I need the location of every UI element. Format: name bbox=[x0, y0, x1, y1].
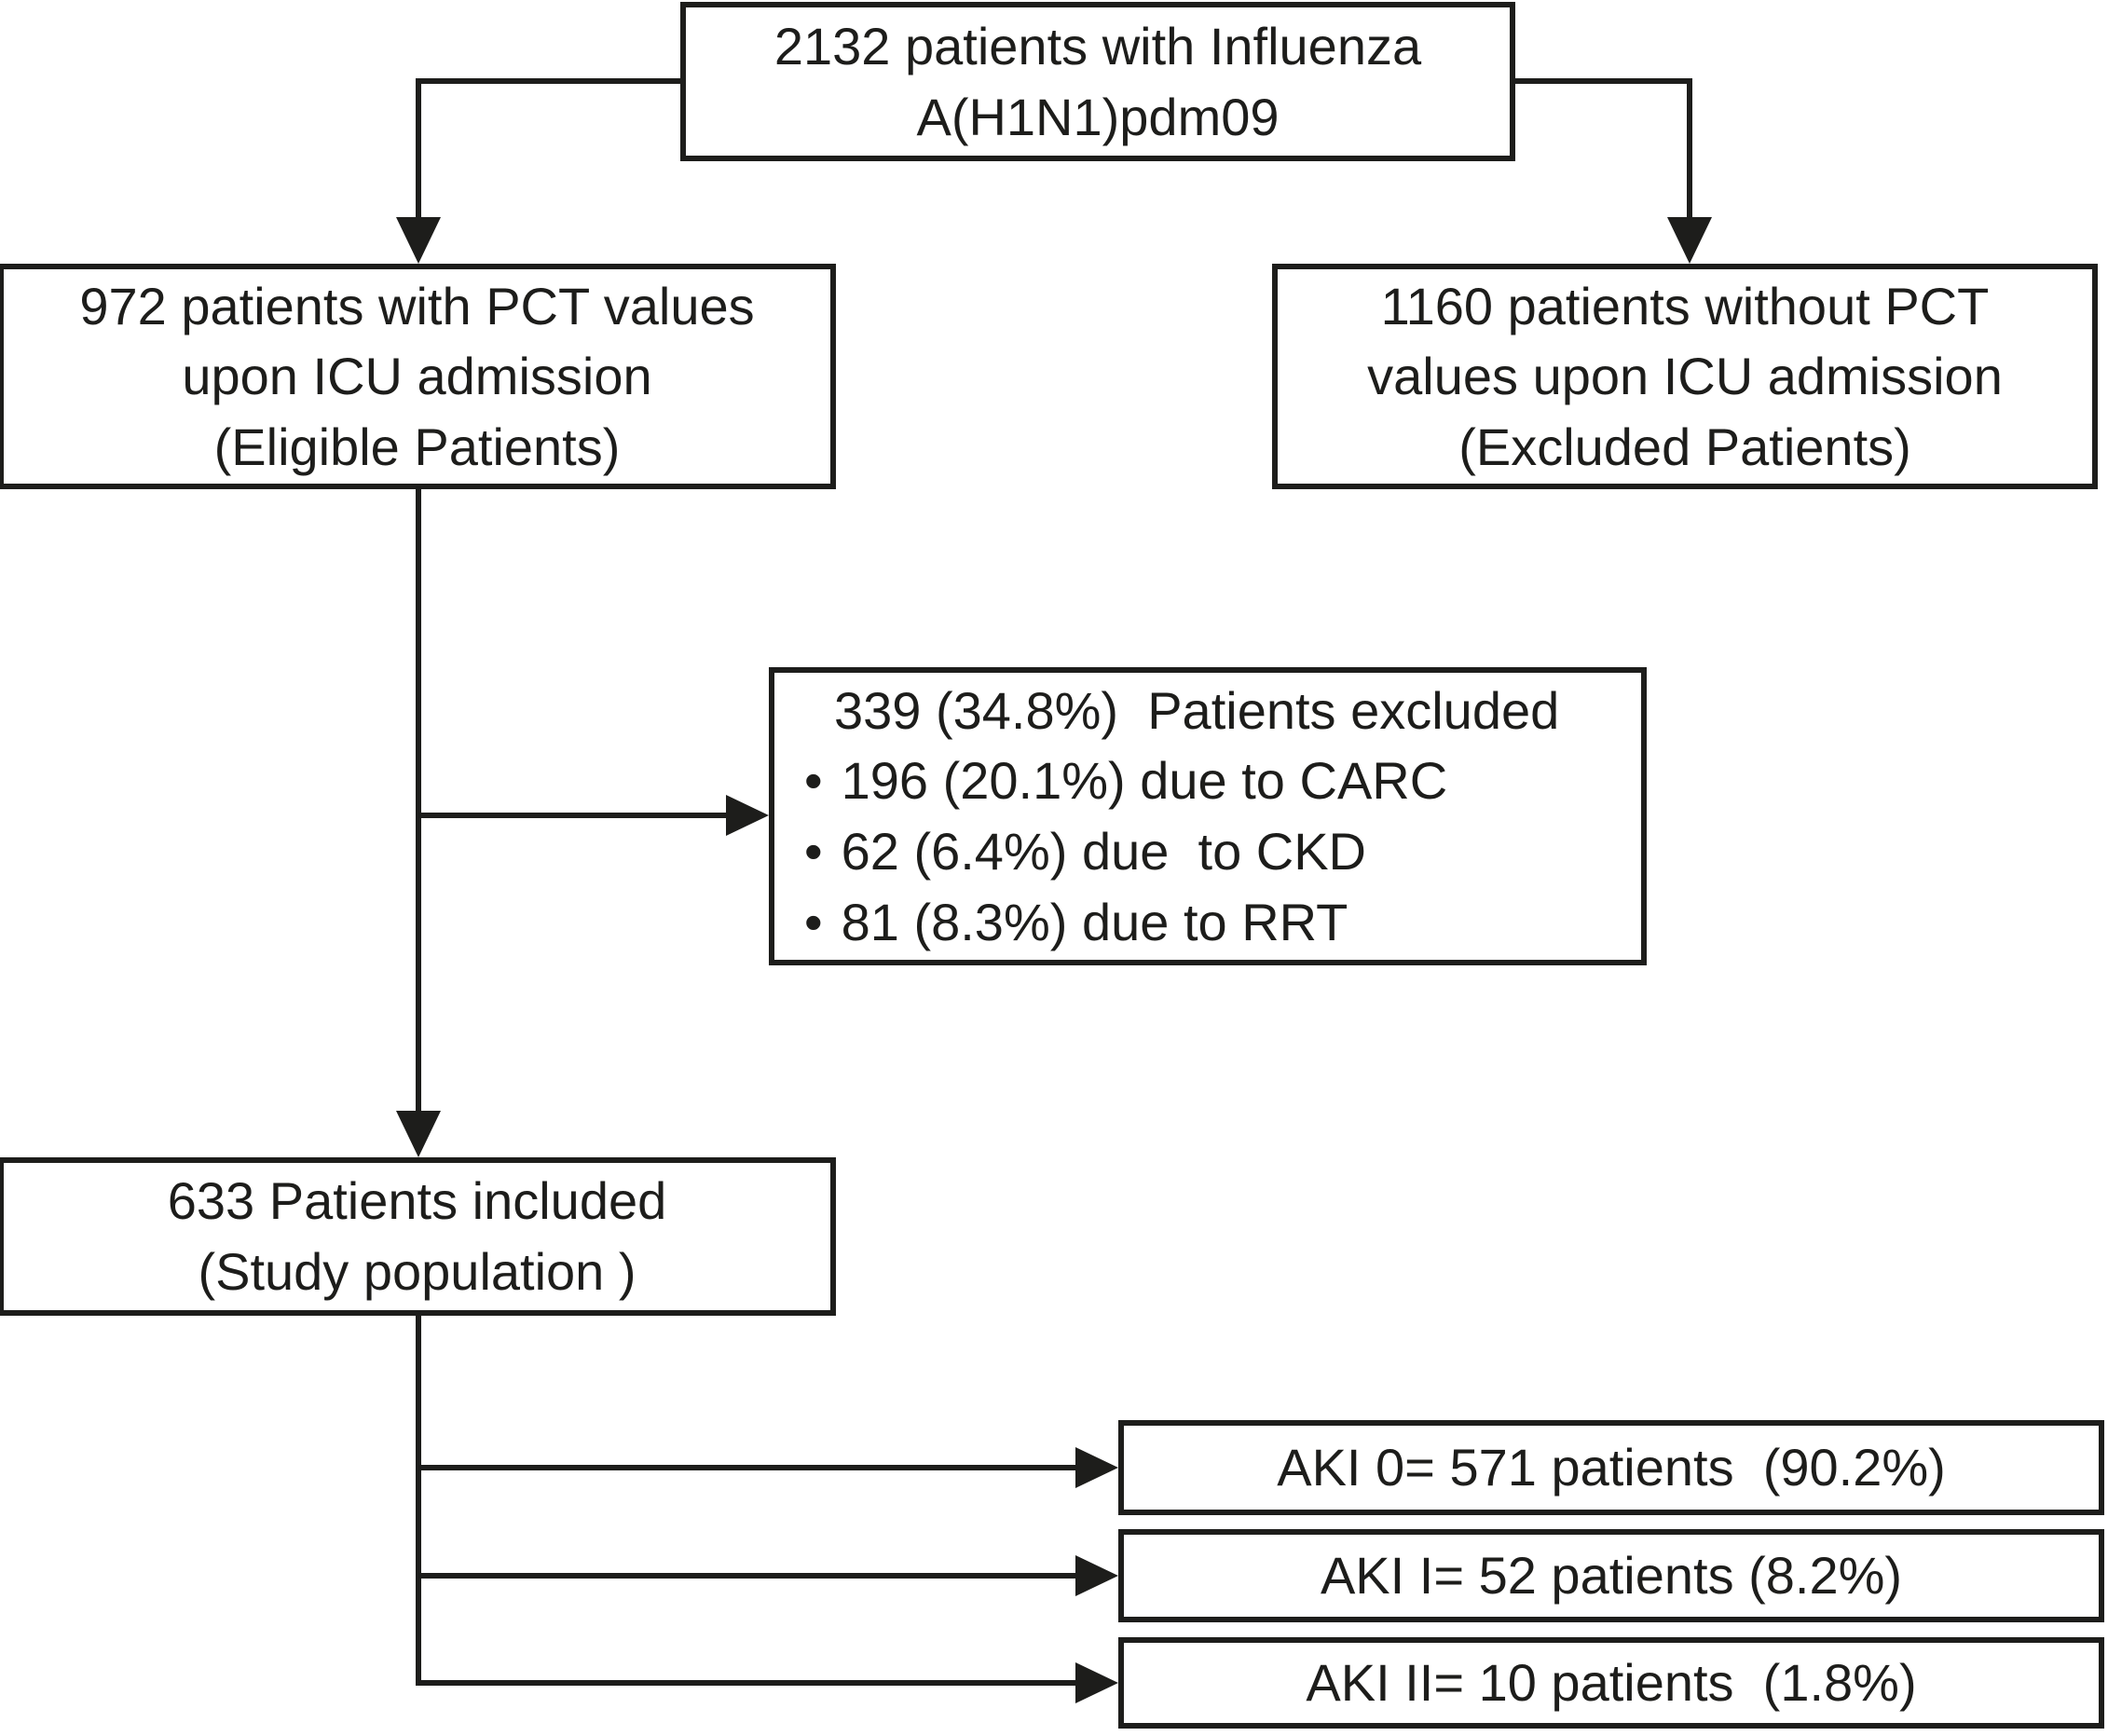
box-eligible-patients: 972 patients with PCT values upon ICU ad… bbox=[0, 264, 836, 489]
bullet-icon: • bbox=[804, 822, 823, 881]
arrowhead-down-eligible-icon bbox=[396, 217, 441, 264]
connector-total-to-nopct-horizontal bbox=[1515, 78, 1692, 84]
box-aki-1-label: AKI I= 52 patients (8.2%) bbox=[1320, 1546, 1903, 1606]
box-included-patients: 633 Patients included (Study population … bbox=[0, 1157, 836, 1316]
connector-total-to-eligible-horizontal bbox=[416, 78, 680, 84]
exclusion-reason-item: • 196 (20.1%) due to CARC bbox=[804, 745, 1447, 816]
box-eligible-line-1: 972 patients with PCT values bbox=[79, 276, 755, 335]
arrowhead-down-nopct-icon bbox=[1667, 217, 1712, 264]
box-exclusion-reasons: 339 (34.8%) Patients excluded • 196 (20.… bbox=[769, 667, 1647, 965]
box-excluded-no-pct-patients: 1160 patients without PCT values upon IC… bbox=[1272, 264, 2098, 489]
arrowhead-right-aki0-icon bbox=[1075, 1447, 1118, 1488]
box-nopct-line-1: 1160 patients without PCT bbox=[1380, 276, 1990, 335]
connector-branch-to-exclusion-reasons bbox=[416, 813, 728, 818]
arrowhead-right-aki1-icon bbox=[1075, 1555, 1118, 1596]
box-included-line-1: 633 Patients included bbox=[167, 1171, 667, 1231]
exclusion-reason-item: • 81 (8.3%) due to RRT bbox=[804, 887, 1348, 958]
box-aki-2-label: AKI II= 10 patients (1.8%) bbox=[1306, 1653, 1917, 1713]
arrowhead-right-aki2-icon bbox=[1075, 1662, 1118, 1703]
box-aki-0: AKI 0= 571 patients (90.2%) bbox=[1118, 1420, 2104, 1515]
box-nopct-line-2: values upon ICU admission bbox=[1367, 347, 2003, 406]
box-aki-2: AKI II= 10 patients (1.8%) bbox=[1118, 1637, 2104, 1729]
box-aki-0-label: AKI 0= 571 patients (90.2%) bbox=[1277, 1438, 1946, 1497]
box-total-line-2: A(H1N1)pdm09 bbox=[916, 87, 1280, 146]
bullet-icon: • bbox=[804, 751, 823, 811]
connector-branch-to-aki2 bbox=[416, 1680, 1075, 1686]
connector-branch-to-aki1 bbox=[416, 1573, 1075, 1579]
connector-total-to-eligible-vertical bbox=[416, 78, 421, 220]
exclusion-reason-item: • 62 (6.4%) due to CKD bbox=[804, 816, 1366, 887]
box-total-patients: 2132 patients with Influenza A(H1N1)pdm0… bbox=[680, 2, 1515, 161]
connector-eligible-to-included-vertical bbox=[416, 489, 421, 1114]
exclusion-reasons-title: 339 (34.8%) Patients excluded bbox=[834, 680, 1560, 740]
arrowhead-right-exclusion-reasons-icon bbox=[726, 795, 769, 836]
exclusion-reason-text: 196 (20.1%) due to CARC bbox=[841, 751, 1448, 811]
exclusion-reason-text: 81 (8.3%) due to RRT bbox=[841, 892, 1348, 951]
box-eligible-line-3: (Eligible Patients) bbox=[213, 417, 621, 476]
connector-branch-to-aki0 bbox=[416, 1465, 1075, 1470]
arrowhead-down-included-icon bbox=[396, 1111, 441, 1157]
box-eligible-line-2: upon ICU admission bbox=[182, 347, 652, 406]
connector-included-to-aki-vertical bbox=[416, 1316, 421, 1686]
box-nopct-line-3: (Excluded Patients) bbox=[1458, 417, 1911, 476]
exclusion-reason-text: 62 (6.4%) due to CKD bbox=[841, 822, 1366, 881]
connector-total-to-nopct-vertical bbox=[1687, 78, 1692, 220]
bullet-icon: • bbox=[804, 892, 823, 951]
box-aki-1: AKI I= 52 patients (8.2%) bbox=[1118, 1529, 2104, 1622]
box-total-line-1: 2132 patients with Influenza bbox=[773, 16, 1422, 75]
box-included-line-2: (Study population ) bbox=[198, 1242, 637, 1301]
